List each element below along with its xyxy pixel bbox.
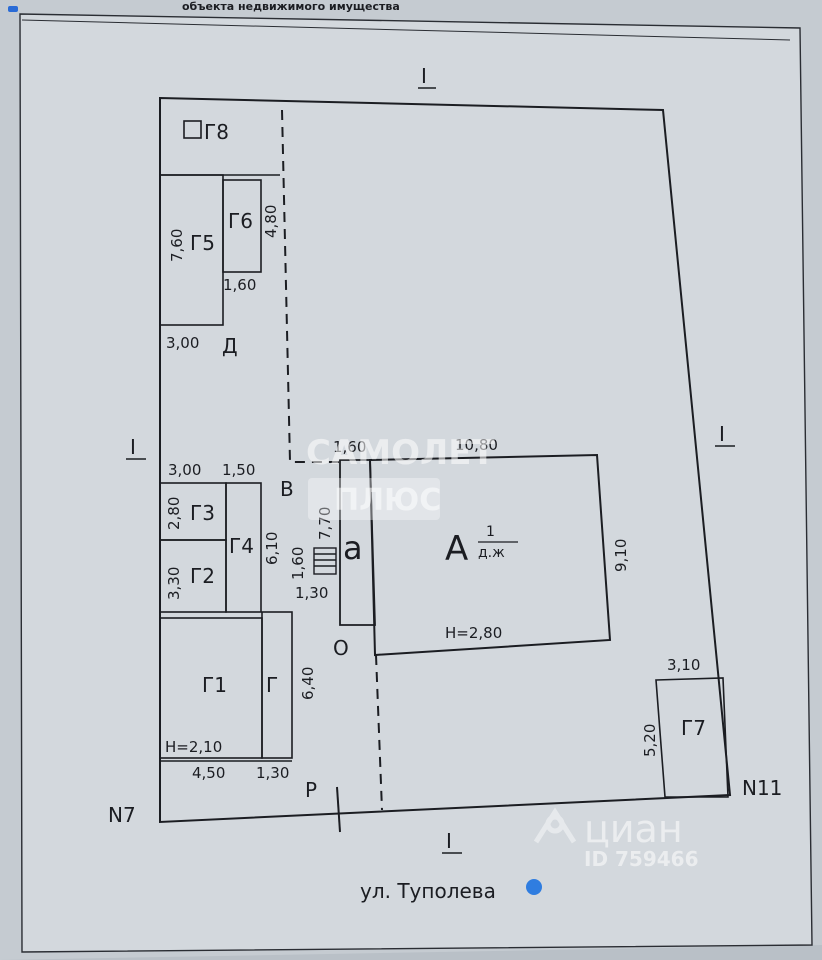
- structure-g: [261, 611, 293, 759]
- dim-h210: Н=2,10: [165, 738, 222, 756]
- label-g6: Г6: [228, 209, 253, 233]
- svg-text:САМОЛЕТ: САМОЛЕТ: [306, 433, 495, 473]
- header-caption: объекта недвижимого имущества: [182, 0, 400, 13]
- fence-mark-right: I: [715, 422, 735, 447]
- entrance-steps: [313, 547, 337, 575]
- dim-910: 9,10: [612, 539, 630, 572]
- dim-640: 6,40: [299, 667, 317, 700]
- dim-480: 4,80: [262, 205, 280, 238]
- svg-text:I: I: [719, 422, 725, 446]
- dim-330: 3,30: [165, 567, 183, 600]
- letter-o: О: [333, 636, 349, 660]
- drawing-frame: [19, 13, 813, 953]
- dim-130-step: 1,30: [295, 584, 328, 602]
- frame-inner-line: [21, 19, 791, 41]
- dim-160-g6: 1,60: [223, 276, 256, 294]
- label-g4: Г4: [229, 534, 254, 558]
- label-a-small: а: [343, 529, 363, 567]
- blue-mark-icon: [526, 879, 542, 895]
- dim-280: 2,80: [165, 497, 183, 530]
- g8-square-symbol: [183, 120, 202, 139]
- label-g5: Г5: [190, 231, 215, 255]
- structure-g6: [222, 179, 262, 273]
- svg-text:ПЛЮС: ПЛЮС: [334, 483, 441, 518]
- corner-marker: [8, 6, 18, 12]
- neighbor-right: N11: [742, 776, 782, 800]
- label-g1: Г1: [202, 673, 227, 697]
- dim-300-g3: 3,00: [168, 461, 201, 479]
- svg-text:I: I: [421, 64, 427, 88]
- label-g3: Г3: [190, 501, 215, 525]
- dim-h280: Н=2,80: [445, 624, 502, 642]
- dim-310: 3,10: [667, 656, 700, 674]
- dim-520: 5,20: [641, 724, 659, 757]
- street-name: ул. Туполева: [360, 879, 496, 903]
- fence-mark-bottom: I: [442, 829, 462, 854]
- dim-300-d: 3,00: [166, 334, 199, 352]
- cian-watermark: циан ID 759466: [533, 807, 699, 871]
- svg-text:I: I: [130, 435, 136, 459]
- dim-610: 6,10: [263, 532, 281, 565]
- label-a-fraction-top: 1: [486, 524, 495, 540]
- label-g: Г: [266, 673, 278, 697]
- neighbor-left: N7: [108, 803, 136, 827]
- dim-1080: 10,80: [455, 436, 498, 454]
- label-a-fraction-bottom: д.ж: [478, 545, 505, 561]
- dim-450: 4,50: [192, 764, 225, 782]
- letter-r: Р: [305, 778, 317, 802]
- label-g8: Г8: [204, 120, 229, 144]
- structure-g7: [655, 677, 729, 798]
- label-d: Д: [222, 334, 238, 358]
- dim-160-a: 1,60: [333, 438, 366, 456]
- cian-logo-icon: [533, 807, 577, 844]
- label-g2: Г2: [190, 564, 215, 588]
- label-a-main: А: [445, 529, 468, 569]
- svg-text:ID 759466: ID 759466: [584, 847, 699, 871]
- fence-mark-left: I: [126, 435, 146, 460]
- dim-760: 7,60: [168, 229, 186, 262]
- samolet-watermark: САМОЛЕТ ПЛЮС: [306, 433, 495, 520]
- dim-130-g: 1,30: [256, 764, 289, 782]
- gate-mark: [336, 786, 341, 833]
- structure-g4: [225, 482, 262, 613]
- internal-boundary-dashed-lower: [375, 654, 383, 811]
- letter-v: В: [280, 477, 294, 501]
- svg-text:I: I: [446, 829, 452, 853]
- svg-text:циан: циан: [584, 807, 683, 851]
- dim-150: 1,50: [222, 461, 255, 479]
- label-g7: Г7: [681, 716, 706, 740]
- dim-770: 7,70: [316, 507, 334, 540]
- structure-a-main: [368, 453, 612, 657]
- fence-mark-top: I: [418, 64, 436, 89]
- dim-160-step: 1,60: [289, 547, 307, 580]
